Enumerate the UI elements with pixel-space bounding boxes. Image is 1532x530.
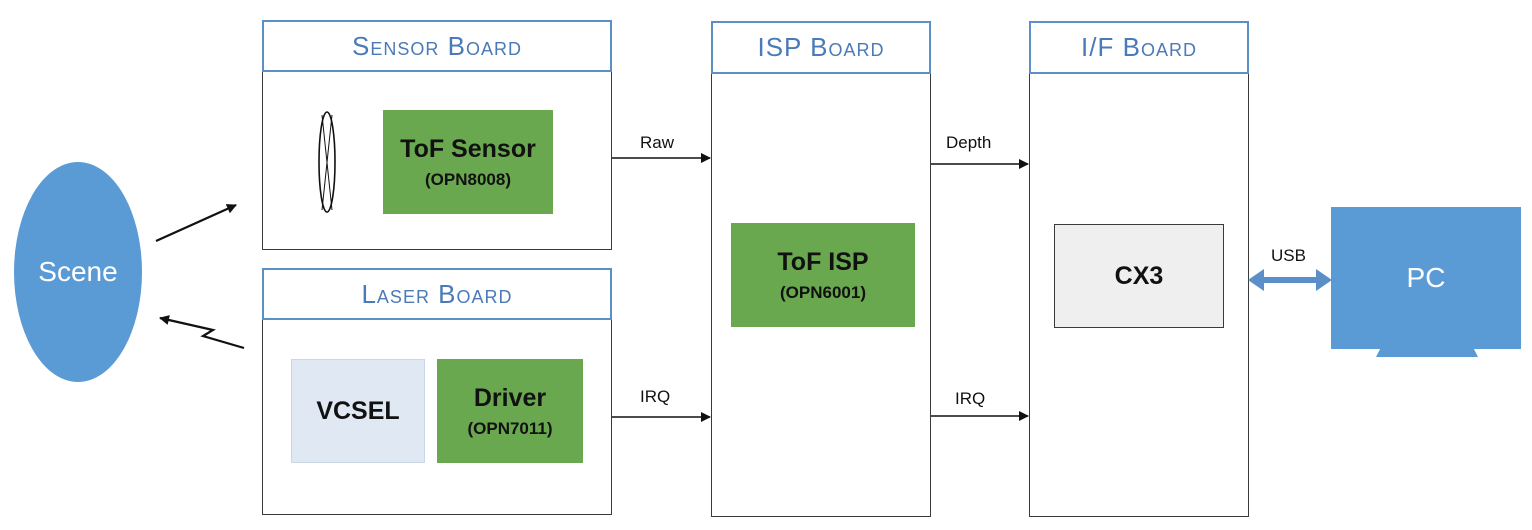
vcsel-label: VCSEL: [316, 396, 400, 425]
cx3-chip: CX3: [1054, 224, 1224, 328]
tof-isp-name: ToF ISP: [777, 247, 869, 276]
tof-sensor-part: (OPN8008): [425, 169, 511, 189]
tof-isp-chip: ToF ISP (OPN6001): [731, 223, 915, 327]
raw-label: Raw: [640, 133, 675, 152]
cx3-label: CX3: [1114, 261, 1164, 290]
lens-icon: [318, 111, 336, 213]
usb-label: USB: [1271, 246, 1306, 265]
tof-isp-part: (OPN6001): [780, 282, 866, 302]
laser-board-title: Laser Board: [262, 268, 612, 320]
scene-label: Scene: [38, 256, 118, 287]
isp-board-title: ISP Board: [711, 21, 931, 74]
tof-sensor-name: ToF Sensor: [400, 134, 536, 163]
driver-chip: Driver (OPN7011): [437, 359, 583, 463]
depth-label: Depth: [946, 133, 992, 152]
vcsel-block: VCSEL: [291, 359, 425, 463]
reflection-arrow: [155, 203, 237, 243]
usb-double-arrow: [1248, 269, 1332, 291]
pc-monitor-stand: [1376, 349, 1478, 357]
if-board-title: I/F Board: [1029, 21, 1249, 74]
tof-sensor-chip: ToF Sensor (OPN8008): [383, 110, 553, 214]
sensor-board-title: Sensor Board: [262, 20, 612, 72]
irq-label-right: IRQ: [955, 389, 986, 408]
scene-node: Scene: [14, 162, 142, 382]
irq-label-left: IRQ: [640, 387, 671, 406]
driver-name: Driver: [473, 383, 547, 412]
driver-part: (OPN7011): [467, 418, 553, 438]
pc-label: PC: [1406, 262, 1446, 293]
lightning-arrow-icon: [159, 315, 245, 350]
pc-monitor-icon: PC: [1331, 207, 1521, 349]
